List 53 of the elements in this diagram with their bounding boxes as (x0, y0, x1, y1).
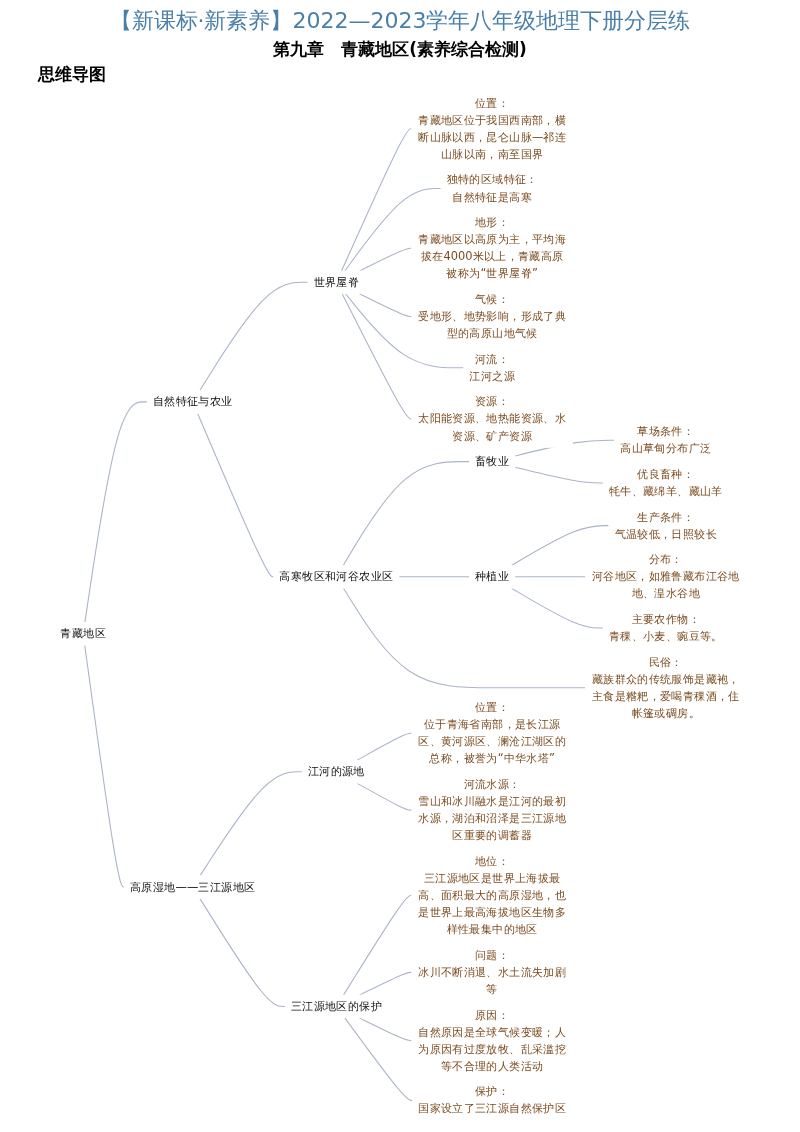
node-text: 青藏地区 (59, 626, 106, 641)
node-text: 位置： 位于青海省南部，是长江源区、黄河源区、澜沧江湖区的总称，被誉为“中华水塔” (417, 700, 566, 766)
node-text: 位置： 青藏地区位于我国西南部，横断山脉以西，昆仑山脉—祁连山脉以南，南至国界 (417, 95, 566, 161)
connector (398, 576, 470, 578)
connector (83, 644, 125, 888)
node-text: 独特的区域特征： 自然特征是高寒 (446, 172, 538, 204)
connector (199, 771, 303, 877)
node-text: 畜牧业 (474, 454, 509, 468)
connector (198, 897, 286, 1008)
connector (510, 525, 609, 566)
node-text: 分布： 河谷地区，如雅鲁藏布江谷地地、湟水谷地 (591, 552, 740, 601)
chapter-heading: 第九章 青藏地区(素养综合检测) (272, 38, 528, 61)
node-text: 民俗： 藏族群众的传统服饰是藏袍，主食是糌粑，爱喝青稞酒，住帐篷或碉房。 (591, 655, 740, 720)
connector (198, 281, 309, 391)
connector (342, 461, 470, 566)
connector (342, 895, 412, 996)
node-text: 地形： 青藏地区以高原为主，平均海拔在4000米以上，青藏高原被称为“世界屋脊” (417, 215, 566, 281)
connector (341, 293, 412, 420)
node-text: 自然特征与农业 (152, 394, 233, 409)
node-text: 三江源地区的保护 (290, 999, 382, 1013)
node-text: 河流水源： 雪山和冰川融水是江河的最初水源，湖泊和沼泽是三江源地区重要的调蓄器 (417, 777, 566, 843)
connector (196, 412, 274, 578)
connector (358, 971, 412, 996)
node-text: 地位： 三江源地区是世界上海拔最高、面积最大的高原湿地，也是世界上最高海拔地区生物多样性最集中的地区 (417, 854, 566, 937)
node-text: 保护： 国家设立了三江源自然保护区 (417, 1084, 566, 1116)
connector (358, 293, 412, 317)
node-text: 优良畜种： 牦牛、藏绵羊、藏山羊 (608, 467, 723, 498)
connector (343, 1017, 413, 1101)
node-text: 高原湿地——三江源地区 (129, 879, 255, 894)
node-text: 草场条件： 高山草甸分布广泛 (619, 424, 711, 456)
node-text: 主要农作物： 青稞、小麦、豌豆等。 (608, 612, 723, 643)
node-text: 资源： 太阳能资源、地热能资源、水资源、矿产资源 (417, 394, 566, 443)
page-title: 【新课标·新素养】2022—2023学年八年级地理下册分层练 (108, 7, 692, 35)
connector (510, 587, 604, 629)
connector (83, 401, 148, 623)
connector (514, 466, 604, 484)
section-heading: 思维导图 (38, 63, 107, 86)
node-text: 种植业 (474, 569, 509, 584)
node-text: 江河的源地 (307, 764, 365, 779)
node-text: 世界屋脊 (313, 275, 359, 289)
node-text: 问题： 冰川不断消退、水土流失加剧等 (417, 948, 566, 996)
connector (340, 128, 412, 272)
node-text: 河流： 江河之源 (469, 352, 515, 383)
node-text: 气候： 受地形、地势影响，形成了典型的高原山地气候 (417, 292, 566, 340)
connector (342, 587, 586, 689)
node-text: 生产条件： 气温较低，日照较长 (614, 509, 717, 541)
node-text: 原因： 自然原因是全球气候变暖；人为原因有过度放牧、乱采滥挖等不合理的人类活动 (417, 1007, 566, 1073)
node-text: 高寒牧区和河谷农业区 (279, 569, 393, 584)
connector (343, 187, 442, 272)
connector (358, 1017, 412, 1042)
connector (514, 576, 586, 578)
connector (344, 293, 464, 369)
connector (355, 732, 412, 761)
